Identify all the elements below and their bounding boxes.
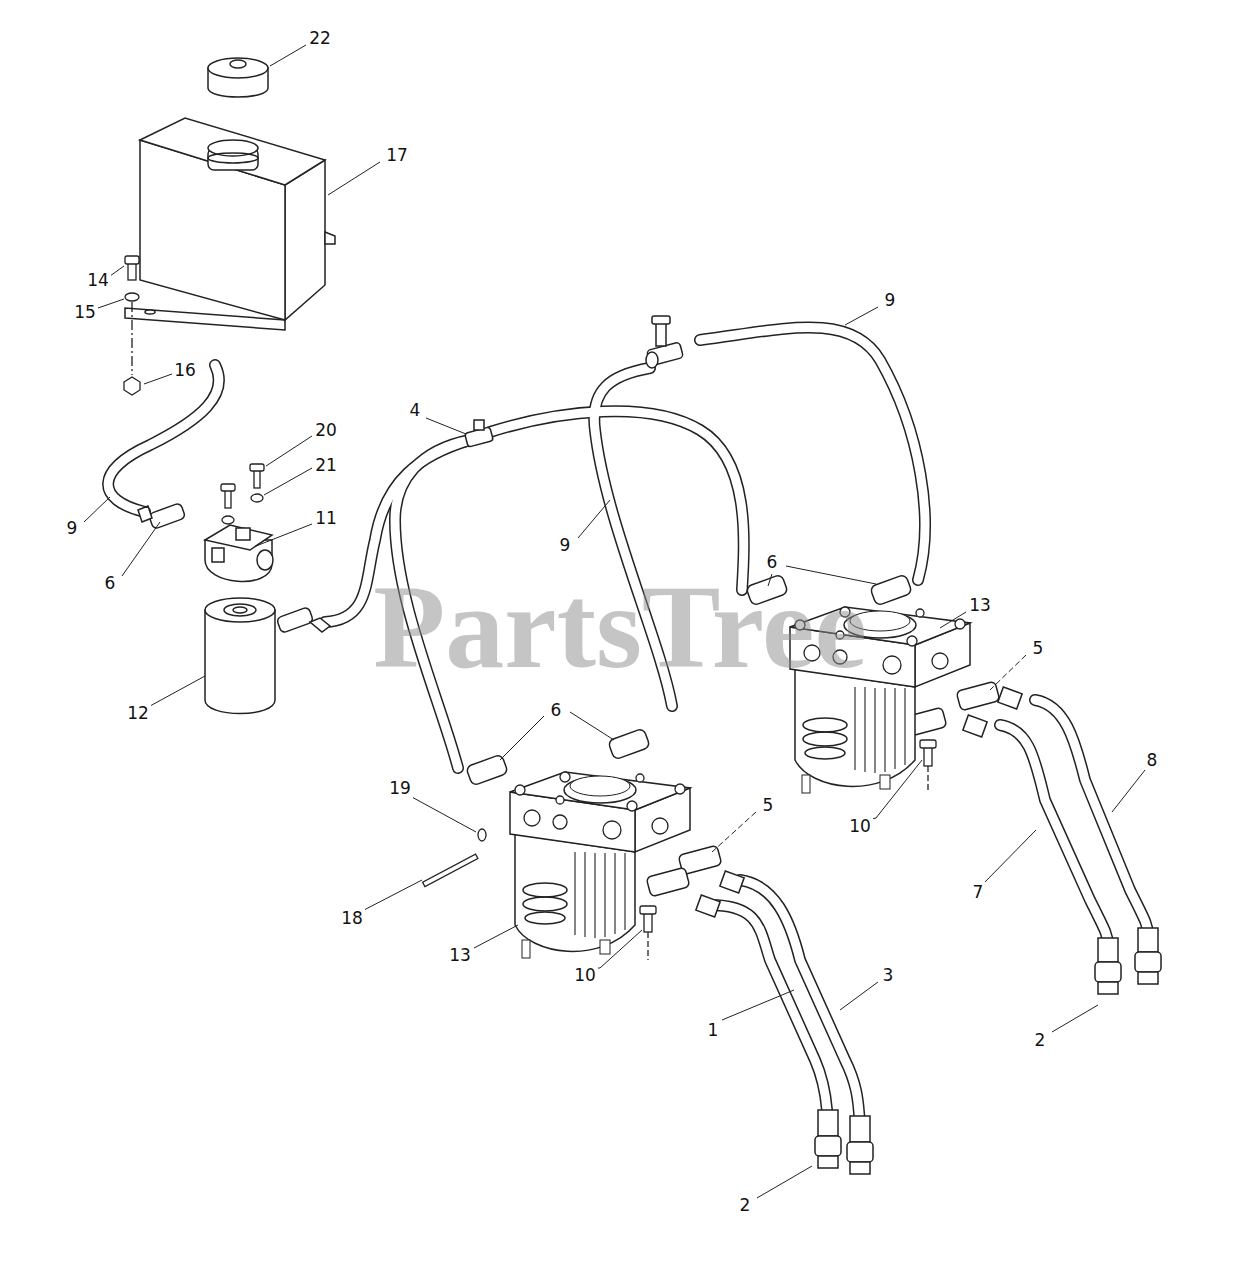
callout-number: 16 — [172, 360, 198, 380]
end-fitting — [815, 928, 1161, 1174]
bolt — [640, 740, 936, 960]
callout-number: 5 — [1031, 638, 1046, 658]
callout-number: 2 — [738, 1195, 753, 1215]
callout-number: 2 — [1033, 1030, 1048, 1050]
callout-number: 19 — [387, 778, 413, 798]
callout-number: 9 — [883, 290, 898, 310]
callout-number: 22 — [307, 28, 333, 48]
callout-number: 13 — [967, 595, 993, 615]
hose-fill — [108, 328, 1148, 1123]
tank-cap — [208, 58, 268, 97]
callout-number: 14 — [85, 270, 111, 290]
callout-number: 5 — [761, 795, 776, 815]
watermark: PartsTree — [373, 569, 867, 687]
oil-filter — [205, 598, 275, 714]
callout-number: 1 — [706, 1020, 721, 1040]
callout-number: 7 — [971, 882, 986, 902]
callout-number: 13 — [447, 945, 473, 965]
callout-number: 10 — [847, 816, 873, 836]
callout-number: 9 — [558, 535, 573, 555]
callout-number: 9 — [65, 518, 80, 538]
hydraulic-tank — [125, 118, 335, 330]
callout-number: 12 — [125, 703, 151, 723]
callout-number: 20 — [313, 420, 339, 440]
pin-washer — [423, 829, 486, 887]
tee-fitting — [465, 316, 684, 447]
callout-number: 15 — [72, 302, 98, 322]
bolt-nut — [124, 256, 140, 395]
callout-number: 10 — [572, 965, 598, 985]
callout-number: 6 — [549, 700, 564, 720]
leader-line — [84, 45, 1145, 1198]
callout-number: 17 — [384, 145, 410, 165]
callout-number: 21 — [313, 455, 339, 475]
bolt — [221, 464, 264, 524]
hydro-pump — [510, 772, 690, 958]
callout-number: 3 — [881, 965, 896, 985]
callout-number: 11 — [313, 508, 339, 528]
callout-number: 4 — [408, 400, 423, 420]
callout-number: 18 — [339, 908, 365, 928]
filter-head — [205, 525, 273, 581]
callout-number: 8 — [1145, 750, 1160, 770]
hose-outline — [108, 328, 1148, 1123]
callout-number: 6 — [103, 573, 118, 593]
